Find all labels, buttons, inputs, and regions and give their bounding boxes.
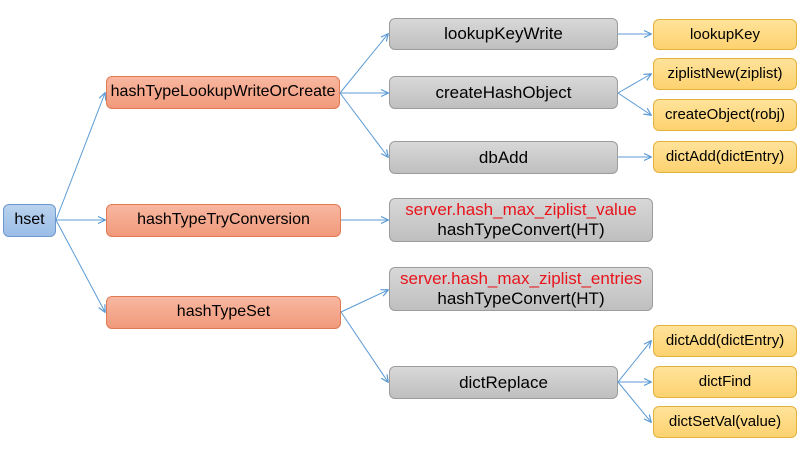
node-dictreplace: dictReplace [389,366,618,399]
node-hashtypetryconversion-label: hashTypeTryConversion [137,211,310,229]
connector-hset-set [55,219,105,312]
connector-createhashobject-createobject [617,92,651,115]
node-createobject: createObject(robj) [653,99,797,131]
node-dbadd-label: dbAdd [478,147,529,167]
node-hset-label: hset [14,211,45,229]
node-ziplistnew-label: ziplistNew(ziplist) [667,65,783,83]
node-dictadd-dbadd: dictAdd(dictEntry) [653,141,797,173]
node-dictsetval-label: dictSetVal(value) [668,413,782,431]
condition-hash-max-ziplist-value: server.hash_max_ziplist_value [405,200,637,220]
node-set-convert: server.hash_max_ziplist_entries hashType… [389,267,653,311]
node-dictreplace-label: dictReplace [459,372,548,392]
node-dictfind: dictFind [653,366,797,398]
node-ziplistnew: ziplistNew(ziplist) [653,58,797,90]
node-dbadd: dbAdd [389,141,618,174]
node-tryconv-convert-label: hashTypeConvert(HT) [437,220,605,239]
node-set-convert-label: hashTypeConvert(HT) [437,289,605,308]
node-createobject-label: createObject(robj) [664,106,786,124]
node-hashtypeset: hashTypeSet [106,296,341,329]
connector-dictreplace-dictadd [617,341,651,383]
node-lookupkey-label: lookupKey [689,25,761,43]
node-createhashobject-label: createHashObject [435,82,572,102]
node-tryconv-convert: server.hash_max_ziplist_value hashTypeCo… [389,198,653,242]
connector-set-convert [340,290,388,313]
connector-hset-lookup [55,93,105,221]
connector-set-dictreplace [340,311,388,382]
connector-lookup-lookupkeywrite [339,34,388,94]
node-createhashobject: createHashObject [389,76,618,109]
node-hashtypetryconversion: hashTypeTryConversion [106,204,341,237]
node-hashtypelookupwriteorcreate-label: hashTypeLookupWriteOrCreate [110,83,336,101]
connector-createhashobject-ziplistnew [617,74,651,94]
condition-hash-max-ziplist-entries: server.hash_max_ziplist_entries [400,269,642,289]
node-dictadd-dbadd-label: dictAdd(dictEntry) [665,148,785,166]
node-lookupkey: lookupKey [653,19,797,50]
node-hashtypeset-label: hashTypeSet [176,303,271,321]
node-dictadd-dictreplace: dictAdd(dictEntry) [653,325,797,357]
connector-lookup-dbadd [339,92,388,157]
connector-dictreplace-dictsetval [617,381,651,422]
node-hset: hset [3,204,56,237]
node-lookupkeywrite: lookupKeyWrite [389,18,618,50]
node-dictfind-label: dictFind [698,373,752,391]
node-lookupkeywrite-label: lookupKeyWrite [444,24,563,44]
node-hashtypelookupwriteorcreate: hashTypeLookupWriteOrCreate [106,76,340,109]
node-dictsetval: dictSetVal(value) [653,406,797,438]
node-dictadd-dictreplace-label: dictAdd(dictEntry) [665,332,785,350]
